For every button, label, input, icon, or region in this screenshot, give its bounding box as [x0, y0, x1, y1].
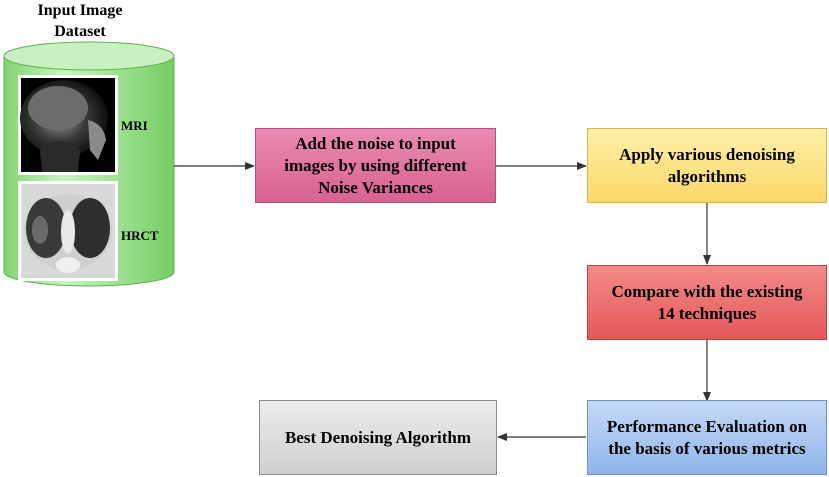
compare-line2: 14 techniques [657, 303, 757, 323]
apply-denoising-line2: algorithms [667, 166, 747, 186]
mri-label: MRI [121, 118, 148, 133]
performance-evaluation-box: Performance Evaluation on the basis of v… [587, 400, 827, 475]
add-noise-box: Add the noise to input images by using d… [255, 128, 496, 203]
best-algorithm-label: Best Denoising Algorithm [284, 427, 472, 447]
add-noise-line1: Add the noise to input [295, 133, 456, 153]
dataset-title: Input Image Dataset [0, 0, 160, 42]
add-noise-line2: images by using different [284, 155, 467, 175]
best-algorithm-box: Best Denoising Algorithm [259, 400, 497, 475]
evaluation-line2: the basis of various metrics [608, 438, 806, 458]
dataset-title-line1: Input Image [37, 2, 123, 19]
evaluation-line1: Performance Evaluation on [606, 416, 808, 436]
add-noise-line3: Noise Variances [318, 177, 433, 197]
mri-image [18, 75, 118, 175]
compare-line1: Compare with the existing [611, 281, 803, 301]
hrct-image [18, 181, 118, 281]
hrct-label: HRCT [121, 228, 159, 243]
apply-denoising-box: Apply various denoising algorithms [587, 128, 827, 203]
dataset-title-line2: Dataset [54, 23, 106, 40]
apply-denoising-line1: Apply various denoising [619, 144, 795, 164]
compare-techniques-box: Compare with the existing 14 techniques [587, 265, 827, 340]
